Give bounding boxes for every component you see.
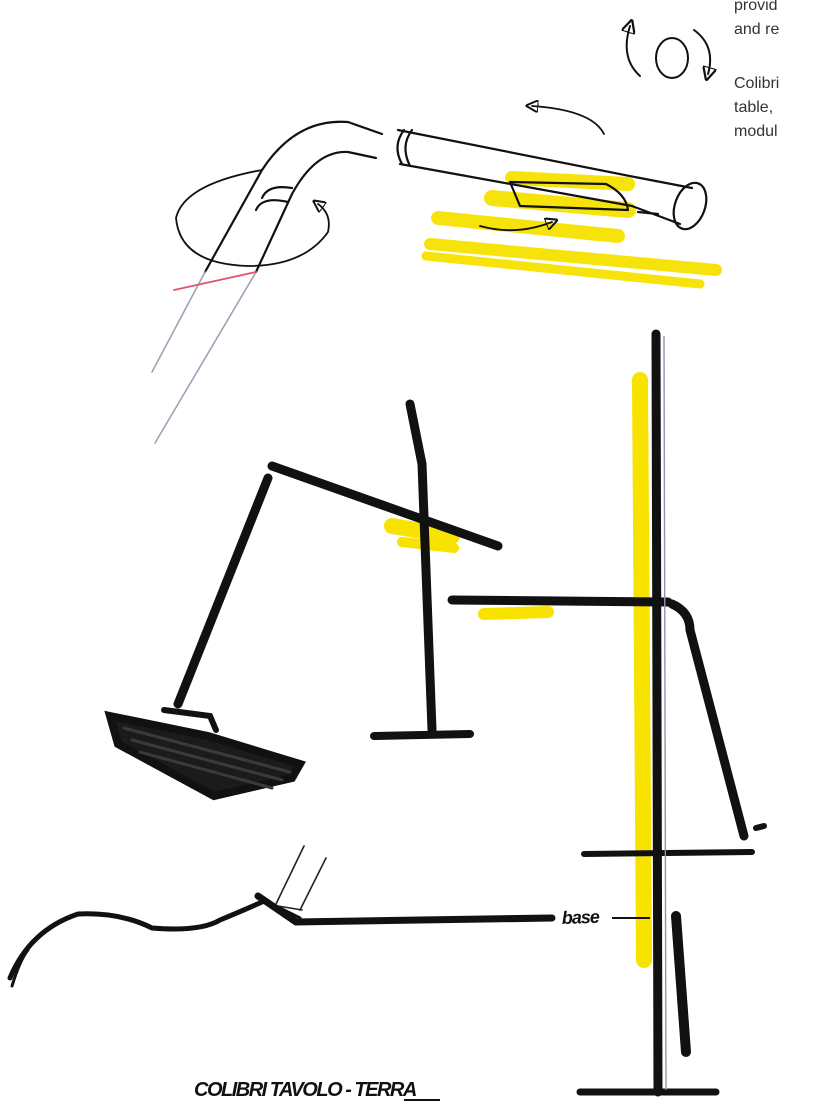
lamp-head-detail [152, 26, 716, 443]
table-lamp-structure [178, 404, 498, 736]
highlight-strokes-floor-pole [640, 380, 644, 960]
base-arm [10, 896, 552, 986]
lamp-head-shade [110, 710, 300, 796]
sketch-title-group: COLIBRI TAVOLO - TERRA [194, 1079, 440, 1101]
base-detail-sketch: base [10, 846, 650, 986]
floor-lamp-sketch [452, 334, 764, 1092]
pencil-guides [152, 272, 256, 443]
sketch-title: COLIBRI TAVOLO - TERRA [194, 1079, 416, 1101]
base-label: base [561, 907, 600, 928]
base-arm-guide [276, 846, 326, 910]
rotate-symbol-icon [627, 26, 710, 78]
floor-lamp-pencil [664, 336, 666, 1090]
floor-lamp-structure [452, 334, 764, 1092]
